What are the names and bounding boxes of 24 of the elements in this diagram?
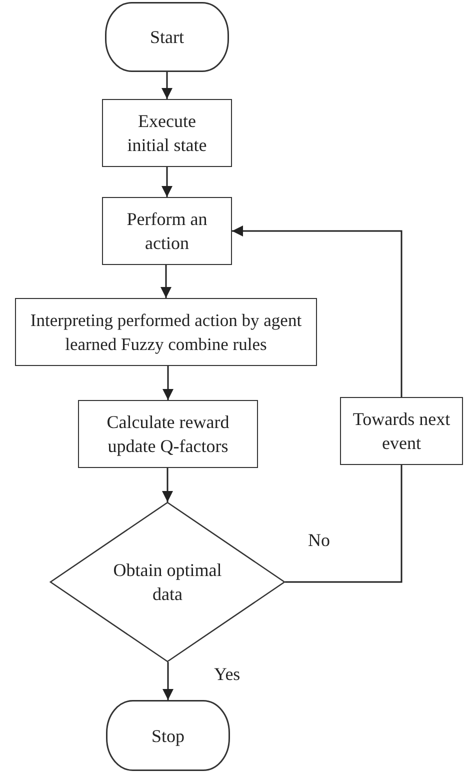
process-box (78, 400, 258, 468)
arrow (162, 366, 174, 400)
arrow (162, 468, 173, 502)
arrow (162, 662, 174, 700)
terminal-shape (106, 700, 230, 771)
decision-diamond (50, 502, 285, 662)
process-box (102, 197, 232, 265)
arrow (162, 72, 172, 99)
process-box (15, 298, 317, 366)
node-text: Execute initial state (126, 110, 208, 157)
node-text: Calculate reward update Q-factors (106, 411, 230, 458)
arrow (162, 167, 172, 197)
node-text: Stop (150, 724, 186, 748)
node-text: Towards next event (352, 408, 452, 455)
terminal-shape (105, 2, 229, 72)
process-box (102, 99, 232, 167)
process-box (340, 397, 463, 465)
connector-line (285, 465, 402, 583)
node-text: Perform an action (126, 208, 208, 255)
node-text: Start (149, 26, 185, 49)
arrow (232, 226, 402, 397)
node-text: Obtain optimal data (112, 559, 223, 606)
arrow (160, 265, 172, 298)
node-text: Interpreting performed action by agent learned Fuzzy combine rules (29, 309, 303, 356)
